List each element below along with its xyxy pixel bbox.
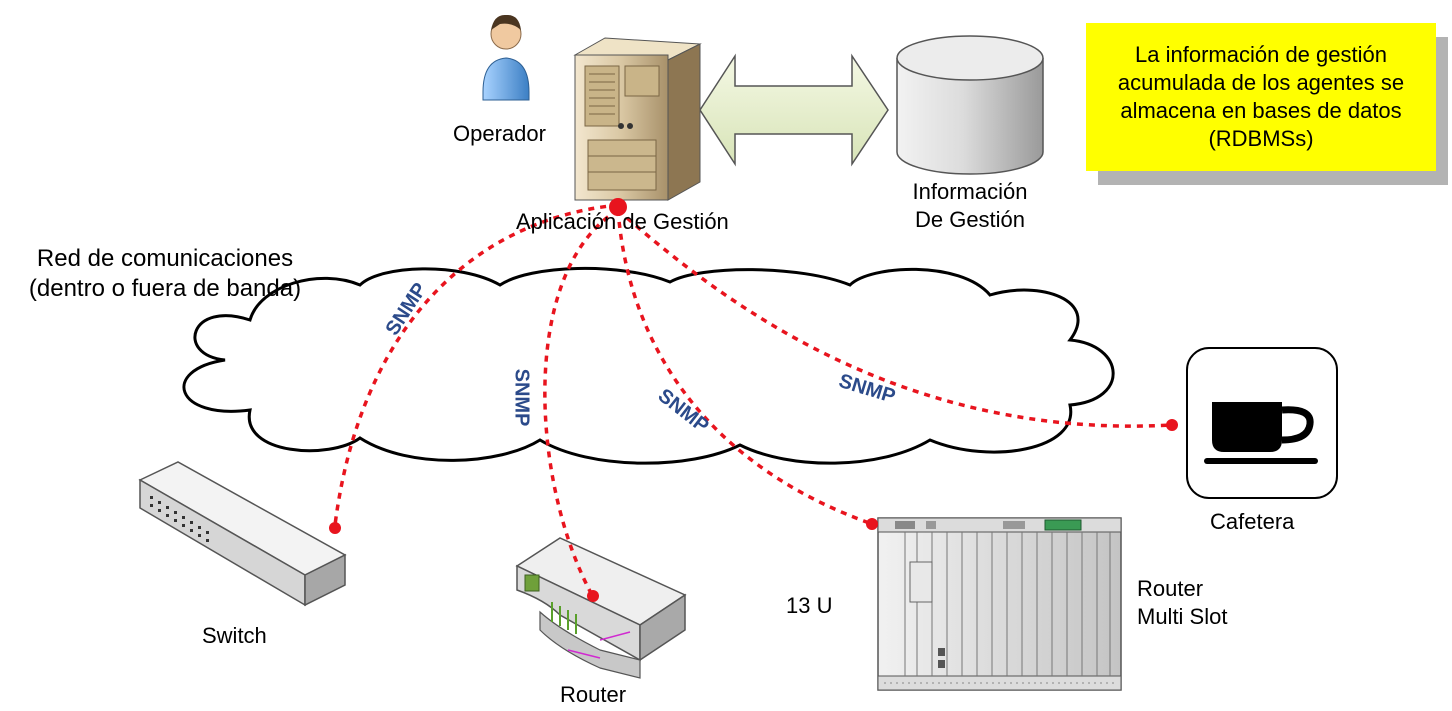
multislot-line1: Router	[1137, 576, 1204, 601]
endpoint-multislot	[866, 518, 878, 530]
link-to-switch	[333, 203, 619, 526]
router-label: Router	[560, 682, 627, 707]
note-line-1: La información de gestión	[1135, 42, 1387, 67]
operator-label: Operador	[453, 121, 546, 146]
switch-label: Switch	[202, 623, 267, 648]
multislot-line2: Multi Slot	[1137, 604, 1228, 629]
note-line-2: acumulada de los agentes se	[1117, 70, 1405, 95]
management-app-label: Aplicación de Gestión	[516, 209, 729, 234]
storage-note: La información de gestión acumulada de l…	[1086, 23, 1436, 171]
endpoint-switch	[329, 522, 341, 534]
management-info-label: Información De Gestión	[895, 178, 1045, 234]
endpoint-server	[609, 198, 627, 216]
endpoint-coffee	[1166, 419, 1178, 431]
network-line2: (dentro o fuera de banda)	[28, 275, 302, 302]
coffee-cup-icon	[1186, 347, 1338, 499]
server-tower-icon	[573, 37, 702, 201]
note-line-3: almacena en bases de datos	[1120, 98, 1402, 123]
note-line-4: (RDBMSs)	[1208, 126, 1314, 151]
link-to-multislot	[616, 209, 873, 526]
network-switch-icon	[138, 461, 347, 607]
management-info-line1: Información	[912, 179, 1028, 204]
network-label: Red de comunicaciones (dentro o fuera de…	[0, 244, 330, 304]
cloud-icon	[182, 266, 1115, 465]
router-icon	[515, 537, 687, 679]
link-endpoints	[329, 198, 1178, 602]
rack-chassis-icon	[877, 517, 1122, 691]
multislot-label: Router Multi Slot	[1137, 575, 1227, 631]
coffee-maker-label: Cafetera	[1210, 509, 1295, 534]
snmp-label-router: SNMP	[510, 368, 533, 427]
link-to-coffee	[616, 208, 1173, 428]
network-line1: Red de comunicaciones	[36, 245, 294, 272]
person-icon	[482, 14, 530, 101]
management-info-line2: De Gestión	[914, 207, 1026, 232]
snmp-links	[333, 203, 1173, 596]
rack-units-label: 13 U	[786, 593, 833, 618]
endpoint-router	[587, 590, 599, 602]
database-cylinder-icon	[896, 35, 1044, 175]
double-arrow-icon	[699, 53, 889, 167]
link-to-router	[543, 208, 619, 596]
